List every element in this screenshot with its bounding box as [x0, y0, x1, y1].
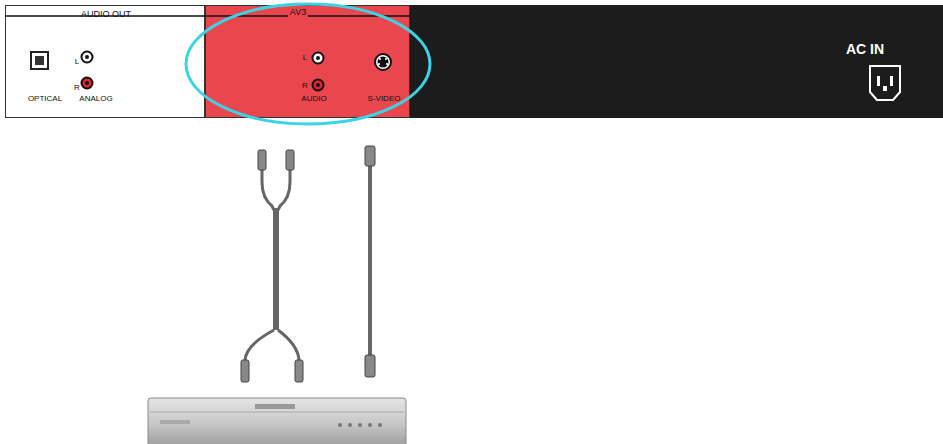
analog-jacks — [82, 52, 93, 89]
port-label: ANALOG — [79, 95, 112, 104]
av3-audio-jacks — [313, 53, 324, 91]
ac-socket — [870, 66, 900, 100]
connector-panel: AC IN — [410, 5, 943, 118]
port-label: L — [303, 54, 307, 63]
s-video-port — [375, 54, 391, 70]
panel-heading: AUDIO OUT — [81, 10, 131, 20]
panel-heading: AC IN — [846, 42, 884, 57]
port-label: R — [74, 84, 80, 93]
rca-plugs — [241, 150, 303, 382]
dvd-player — [148, 398, 406, 444]
port-label: R — [302, 82, 308, 91]
header-rule — [5, 15, 410, 17]
optical-port — [31, 52, 48, 69]
s-video-cable — [365, 146, 375, 377]
port-label: S-VIDEO — [368, 95, 401, 104]
panel-heading: AV3 — [288, 8, 308, 18]
stereo-rca-cable — [245, 170, 299, 360]
highlight-ellipse — [186, 4, 430, 124]
port-label: L — [75, 58, 79, 67]
port-label: OPTICAL — [28, 95, 62, 104]
port-label: AUDIO — [301, 95, 326, 104]
